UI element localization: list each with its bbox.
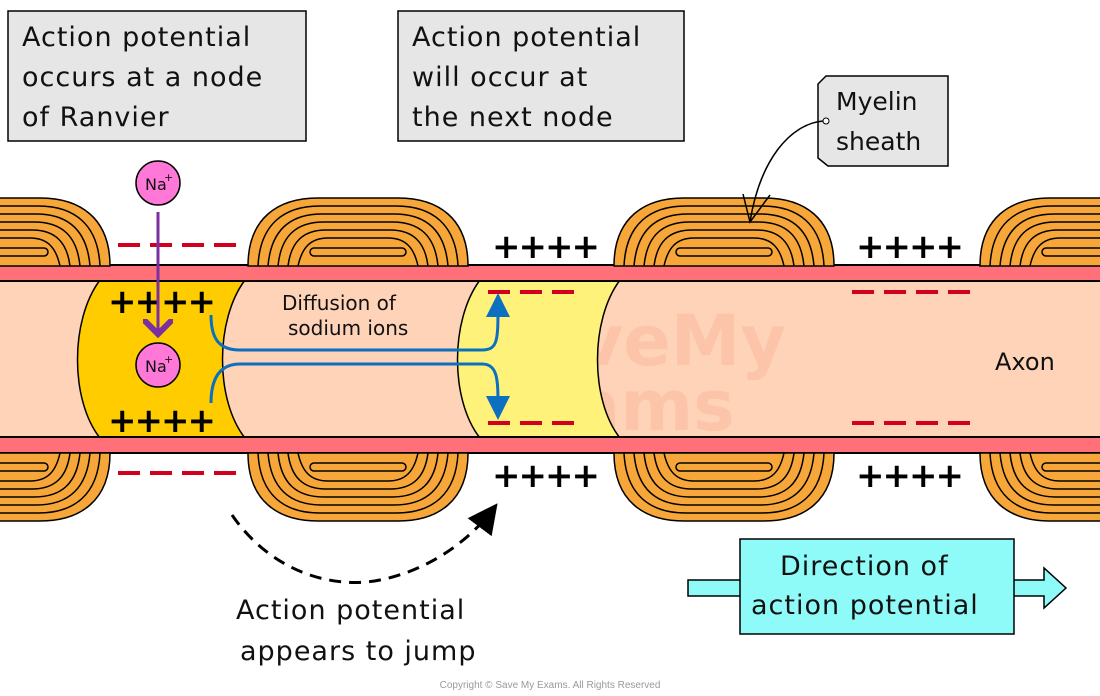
svg-text:action potential: action potential — [751, 590, 979, 621]
svg-text:+: + — [164, 353, 173, 366]
label-box-next-node: Action potential will occur at the next … — [397, 10, 685, 142]
label-box-current-node: Action potential occurs at a node of Ran… — [7, 10, 307, 142]
svg-text:Na: Na — [145, 357, 167, 376]
jump-label-line1: Action potential — [236, 595, 465, 626]
svg-text:Myelin: Myelin — [836, 87, 917, 116]
jump-label-line2: appears to jump — [240, 636, 476, 667]
diffusion-arrow-down — [209, 362, 510, 420]
myelin-sheath-top-3 — [613, 197, 835, 267]
positive-charges-outside-node2-bottom: ++++ — [492, 456, 598, 496]
membrane-bottom — [0, 436, 1100, 454]
myelin-sheath-top-4 — [979, 197, 1100, 267]
myelin-pointer-arrow — [749, 120, 824, 223]
sodium-ion-outside: Na + — [135, 160, 181, 206]
svg-text:sheath: sheath — [836, 127, 921, 156]
diffusion-arrow-up — [209, 293, 510, 352]
svg-text:of Ranvier: of Ranvier — [22, 102, 170, 133]
svg-text:Action potential: Action potential — [412, 22, 641, 53]
myelin-sheath-bottom-4 — [979, 452, 1100, 522]
svg-text:Na: Na — [145, 175, 167, 194]
membrane-top — [0, 264, 1100, 282]
svg-text:occurs at a node: occurs at a node — [22, 62, 263, 93]
positive-charges-outside-node3-bottom: ++++ — [856, 456, 962, 496]
positive-charges-outside-node2-top: ++++ — [492, 227, 598, 267]
saltatory-jump-arrow — [230, 503, 498, 584]
myelin-sheath-bottom-3 — [613, 452, 835, 522]
diffusion-label-line1: Diffusion of — [282, 291, 397, 315]
sodium-ion-inside: Na + — [135, 342, 181, 388]
diffusion-label-line2: sodium ions — [288, 316, 408, 340]
myelin-sheath-bottom-2 — [247, 452, 469, 522]
direction-arrow: Direction of action potential — [687, 538, 1068, 635]
next-node-region — [456, 279, 622, 439]
myelin-pointer-arrowhead — [742, 193, 771, 224]
svg-text:Direction of: Direction of — [780, 551, 949, 582]
axon-label: Axon — [995, 348, 1055, 376]
copyright-notice: Copyright © Save My Exams. All Rights Re… — [439, 680, 661, 691]
svg-text:+: + — [164, 171, 173, 184]
label-tag-myelin-sheath: Myelin sheath — [817, 75, 949, 167]
positive-charges-inside-node1-top: ++++ — [108, 282, 214, 322]
myelin-sheath-bottom-1 — [0, 452, 111, 522]
svg-text:Action potential: Action potential — [22, 22, 251, 53]
svg-text:the next node: the next node — [412, 102, 614, 133]
positive-charges-outside-node3-top: ++++ — [856, 227, 962, 267]
positive-charges-inside-node1-bottom: ++++ — [108, 401, 214, 441]
svg-text:will occur at: will occur at — [412, 62, 588, 93]
myelin-sheath-top-1 — [0, 197, 111, 267]
myelin-sheath-top-2 — [247, 197, 469, 267]
